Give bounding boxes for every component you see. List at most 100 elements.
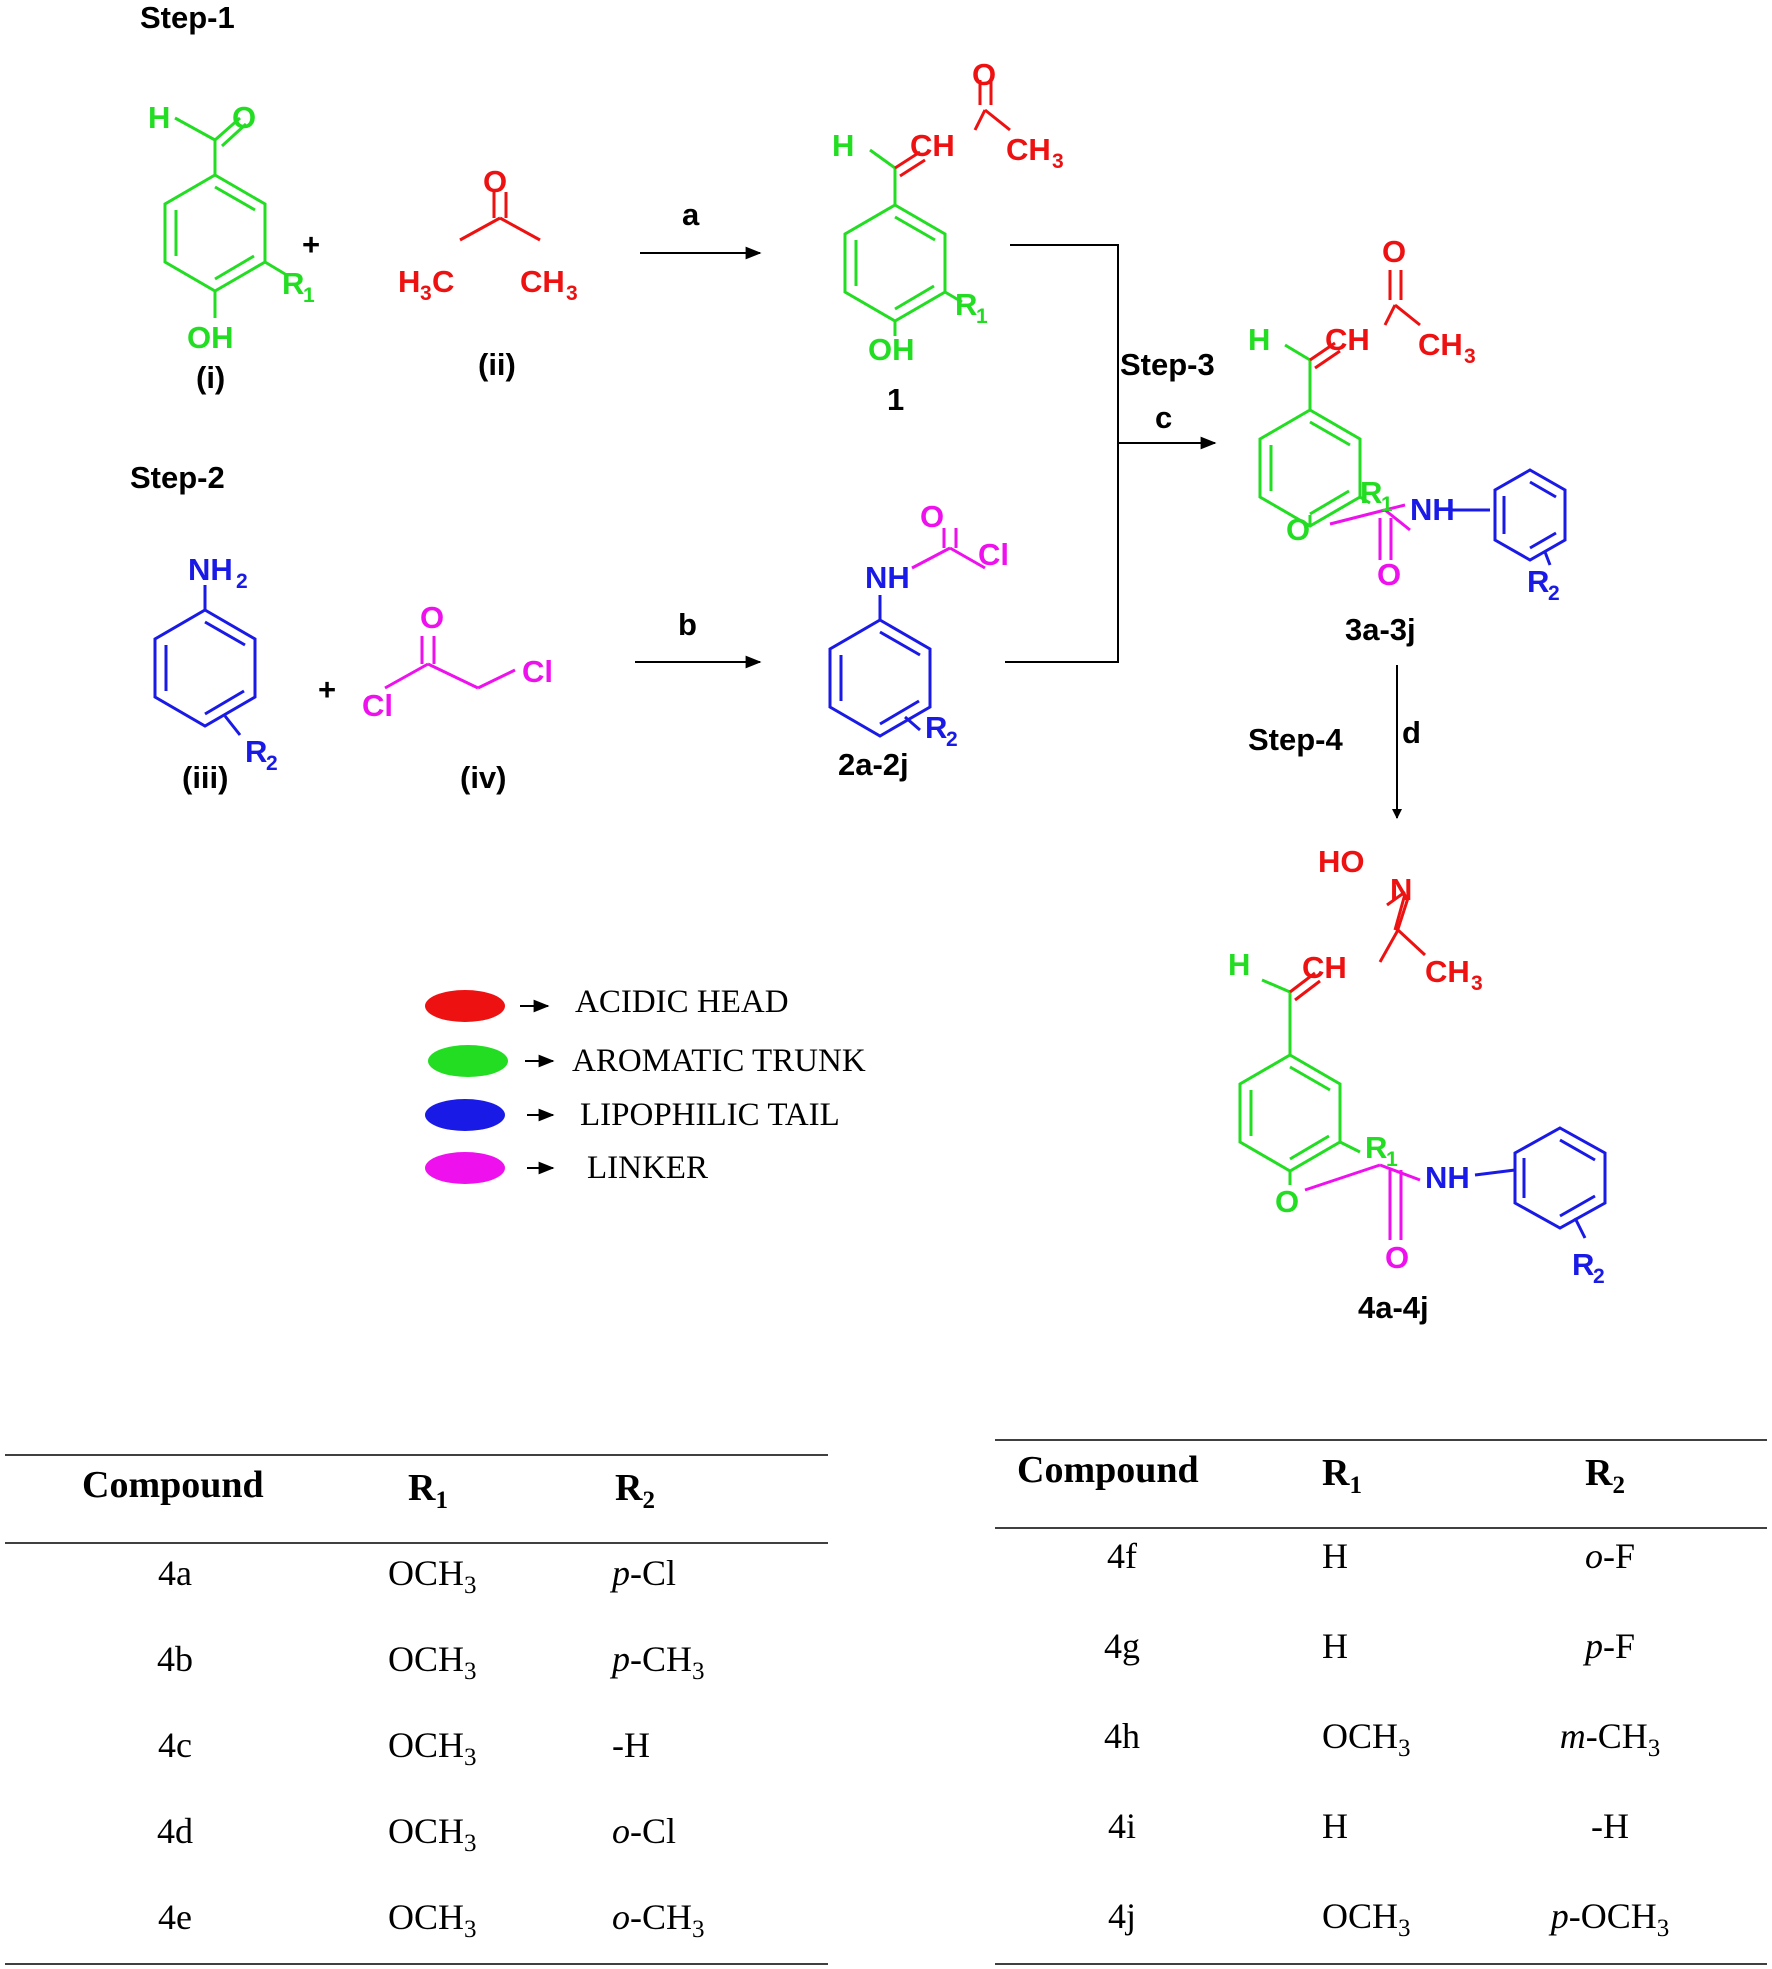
- cell-r2: p-CH3: [609, 1639, 705, 1685]
- svg-text:CH: CH: [1425, 954, 1470, 989]
- cell-r2: o-Cl: [612, 1811, 676, 1851]
- svg-text:O: O: [420, 600, 444, 635]
- svg-text:O: O: [920, 499, 944, 534]
- svg-text:R: R: [1360, 475, 1382, 510]
- svg-text:CH: CH: [520, 264, 565, 299]
- svg-text:CH: CH: [1325, 322, 1370, 357]
- cell-compound: 4f: [1107, 1536, 1137, 1576]
- label-2: 2a-2j: [838, 747, 909, 782]
- svg-text:CH: CH: [910, 128, 955, 163]
- svg-text:2: 2: [1548, 582, 1560, 605]
- legend-linker: LINKER: [425, 1150, 708, 1186]
- svg-text:R: R: [1365, 1130, 1387, 1165]
- svg-text:3: 3: [420, 282, 432, 305]
- svg-text:O: O: [232, 100, 256, 135]
- cell-r1: OCH3: [388, 1639, 477, 1685]
- bracket-step3: [1005, 244, 1119, 663]
- table-left-header-r1: R1: [408, 1467, 448, 1514]
- table-right-header-r1: R1: [1322, 1452, 1362, 1499]
- compound-i: H O R1 OH: [148, 100, 315, 355]
- plus-1: +: [302, 227, 320, 262]
- cell-r1: OCH3: [388, 1897, 477, 1943]
- svg-text:O: O: [1382, 234, 1406, 269]
- svg-text:LINKER: LINKER: [587, 1150, 708, 1186]
- cell-compound: 4d: [157, 1811, 193, 1851]
- svg-text:H: H: [1248, 322, 1270, 357]
- svg-text:Cl: Cl: [362, 688, 393, 723]
- cell-r2: p-OCH3: [1548, 1896, 1670, 1942]
- svg-text:3: 3: [1464, 345, 1476, 368]
- svg-text:NH: NH: [188, 552, 233, 587]
- cell-compound: 4e: [158, 1897, 192, 1937]
- cell-r1: H: [1322, 1806, 1348, 1846]
- svg-text:NH: NH: [1425, 1160, 1470, 1195]
- compound-2: NH O Cl R2: [828, 499, 1009, 751]
- svg-text:1: 1: [976, 305, 988, 328]
- svg-text:C: C: [432, 264, 454, 299]
- svg-text:3: 3: [1471, 972, 1483, 995]
- svg-text:R: R: [955, 287, 977, 322]
- cell-compound: 4h: [1104, 1716, 1140, 1756]
- svg-text:CH: CH: [1418, 327, 1463, 362]
- cell-compound: 4j: [1108, 1896, 1136, 1936]
- table-right-header-compound: Compound: [1017, 1449, 1199, 1491]
- cell-compound: 4c: [158, 1725, 192, 1765]
- cell-r2: o-CH3: [612, 1897, 705, 1943]
- reagent-d: d: [1402, 715, 1421, 750]
- label-iii: (iii): [182, 760, 229, 795]
- svg-text:R: R: [925, 710, 947, 745]
- label-i: (i): [196, 360, 225, 395]
- legend: ACIDIC HEAD AROMATIC TRUNK LIPOPHILIC TA…: [425, 984, 866, 1186]
- svg-text:HO: HO: [1318, 844, 1365, 879]
- table-left: Compound R1 R2: [5, 1454, 828, 1965]
- svg-text:N: N: [1390, 872, 1412, 907]
- cell-r1: H: [1322, 1626, 1348, 1666]
- reagent-c: c: [1155, 400, 1172, 435]
- legend-lipophilic: LIPOPHILIC TAIL: [425, 1097, 840, 1133]
- cell-r2: m-CH3: [1560, 1716, 1661, 1762]
- cell-compound: 4g: [1104, 1626, 1140, 1666]
- svg-text:AROMATIC TRUNK: AROMATIC TRUNK: [572, 1043, 866, 1079]
- svg-text:H: H: [398, 264, 420, 299]
- svg-text:OH: OH: [187, 320, 234, 355]
- label-4: 4a-4j: [1358, 1290, 1429, 1325]
- svg-text:R: R: [1527, 564, 1549, 599]
- svg-text:H: H: [1228, 947, 1250, 982]
- svg-text:1: 1: [303, 284, 315, 307]
- table-left-header-r2: R2: [615, 1467, 655, 1514]
- step-2-label: Step-2: [130, 460, 225, 495]
- cell-r1: OCH3: [388, 1553, 477, 1599]
- svg-text:O: O: [1385, 1240, 1409, 1275]
- cell-compound: 4a: [158, 1553, 192, 1593]
- svg-text:CH: CH: [1302, 950, 1347, 985]
- svg-text:2: 2: [946, 728, 958, 751]
- svg-text:1: 1: [1381, 493, 1393, 516]
- svg-text:H: H: [832, 128, 854, 163]
- cell-r1: H: [1322, 1536, 1348, 1576]
- table-row: 4d OCH3 o-Cl: [157, 1811, 676, 1857]
- svg-text:R: R: [1572, 1247, 1594, 1282]
- svg-text:Cl: Cl: [522, 654, 553, 689]
- svg-text:3: 3: [1052, 150, 1064, 173]
- table-row: 4e OCH3 o-CH3: [158, 1897, 704, 1943]
- svg-text:2: 2: [266, 752, 278, 775]
- cell-r2: p-F: [1582, 1626, 1635, 1666]
- svg-text:OH: OH: [868, 332, 915, 367]
- cell-r2: -H: [612, 1725, 650, 1765]
- svg-text:NH: NH: [1410, 492, 1455, 527]
- cell-r1: OCH3: [388, 1811, 477, 1857]
- cell-compound: 4i: [1108, 1806, 1136, 1846]
- legend-aromatic: AROMATIC TRUNK: [428, 1043, 866, 1079]
- svg-text:3: 3: [566, 282, 578, 305]
- svg-text:2: 2: [1593, 1265, 1605, 1288]
